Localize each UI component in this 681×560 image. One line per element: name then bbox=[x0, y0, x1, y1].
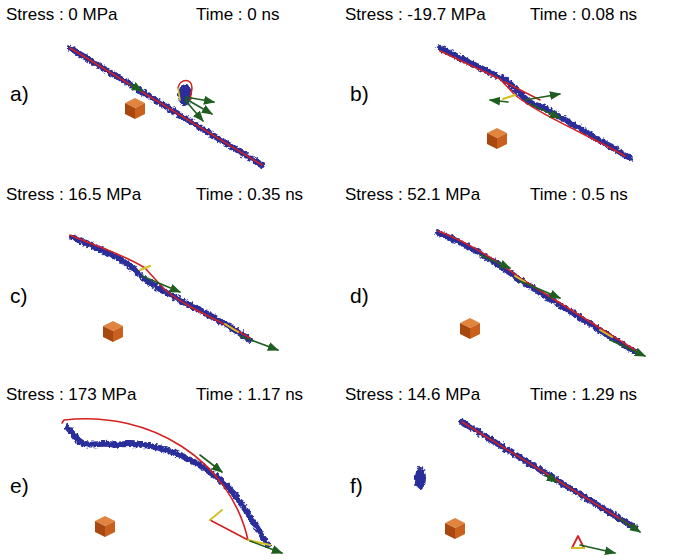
velocity-arrow bbox=[545, 475, 557, 482]
dislocation-line bbox=[68, 428, 268, 545]
velocity-arrow bbox=[525, 94, 560, 100]
panel-header: Stress : 52.1 MPa bbox=[345, 185, 480, 205]
dislocation-trace bbox=[440, 51, 625, 156]
velocity-arrow bbox=[620, 519, 640, 532]
panel-header: Stress : 14.6 MPa bbox=[345, 385, 480, 405]
loop-segment bbox=[178, 88, 180, 100]
kink-segment bbox=[225, 324, 238, 332]
velocity-arrow bbox=[530, 104, 560, 118]
dislocation-line bbox=[462, 422, 635, 528]
panel-letter: e) bbox=[10, 474, 29, 498]
dislocation-trace bbox=[70, 48, 262, 165]
panel-header: Time : 0.08 ns bbox=[530, 5, 637, 25]
panel-letter: f) bbox=[350, 474, 363, 498]
dislocation-trace bbox=[70, 235, 250, 338]
panel-letter: a) bbox=[10, 82, 29, 106]
panel-header: Stress : 173 MPa bbox=[6, 385, 136, 405]
precipitate-cube bbox=[460, 318, 480, 339]
panel-header: Time : 0.35 ns bbox=[196, 185, 303, 205]
figure-part bbox=[62, 48, 645, 553]
precipitate-cube bbox=[103, 321, 123, 342]
dislocation-trace bbox=[438, 231, 635, 350]
velocity-arrow bbox=[130, 84, 142, 91]
velocity-arrow bbox=[520, 281, 560, 298]
kink-segment bbox=[600, 330, 612, 337]
panel-letter: d) bbox=[350, 284, 369, 308]
loop-segment bbox=[572, 547, 584, 549]
velocity-arrow bbox=[490, 100, 508, 102]
dislocation-loop bbox=[179, 85, 191, 105]
velocity-arrow bbox=[200, 455, 222, 472]
velocity-arrow bbox=[610, 340, 645, 356]
velocity-arrow bbox=[185, 100, 203, 121]
precipitate-cube bbox=[95, 516, 115, 537]
dislocation-line bbox=[70, 48, 262, 165]
dislocation-line bbox=[438, 233, 635, 352]
panel-header: Stress : 16.5 MPa bbox=[6, 185, 141, 205]
precipitate-cube bbox=[125, 98, 145, 119]
panel-header: Time : 0 ns bbox=[196, 5, 279, 25]
kink-segment bbox=[210, 510, 222, 520]
dislocation-trace bbox=[62, 419, 248, 540]
dislocation-line bbox=[440, 48, 630, 158]
panel-header: Time : 0.5 ns bbox=[530, 185, 628, 205]
velocity-arrow bbox=[240, 336, 278, 350]
velocity-arrow bbox=[250, 541, 282, 553]
dislocation-line bbox=[72, 237, 250, 340]
panel-letter: b) bbox=[350, 82, 369, 106]
velocity-arrow bbox=[580, 545, 615, 553]
panel-header: Time : 1.29 ns bbox=[530, 385, 637, 405]
kink-segment bbox=[140, 266, 150, 270]
panel-letter: c) bbox=[10, 284, 28, 308]
panel-header: Time : 1.17 ns bbox=[196, 385, 303, 405]
panel-header: Stress : 0 MPa bbox=[6, 5, 117, 25]
precipitate-cube bbox=[445, 518, 465, 539]
velocity-arrow bbox=[142, 276, 180, 292]
panel-header: Stress : -19.7 MPa bbox=[345, 5, 486, 25]
kink-segment bbox=[503, 95, 515, 99]
velocity-arrow bbox=[480, 255, 510, 268]
dislocation-trace bbox=[462, 422, 635, 528]
dislocation-loop bbox=[415, 468, 425, 488]
precipitate-cube bbox=[487, 128, 507, 149]
